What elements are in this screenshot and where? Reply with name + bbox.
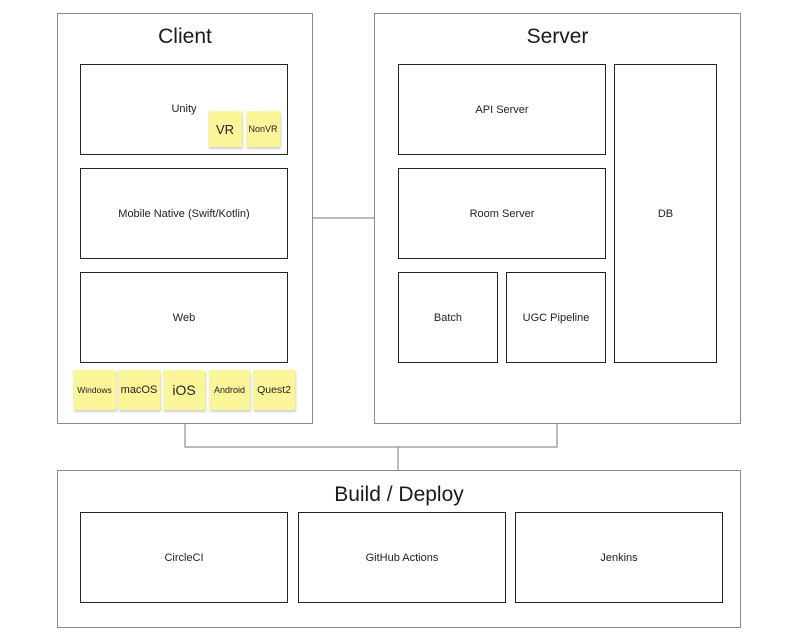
web-box[interactable]: Web: [80, 272, 288, 363]
android-sticky[interactable]: Android: [209, 370, 250, 410]
quest2-label: Quest2: [257, 384, 291, 396]
ugc-pipeline-label: UGC Pipeline: [522, 311, 590, 324]
ios-label: iOS: [172, 382, 196, 398]
batch-label: Batch: [433, 311, 463, 324]
api-server-box[interactable]: API Server: [398, 64, 606, 155]
github-actions-label: GitHub Actions: [365, 551, 439, 564]
quest2-sticky[interactable]: Quest2: [253, 370, 295, 410]
macos-sticky[interactable]: macOS: [118, 370, 160, 410]
db-label: DB: [657, 207, 674, 220]
mobile-native-label: Mobile Native (Swift/Kotlin): [118, 207, 250, 220]
room-server-label: Room Server: [469, 207, 535, 220]
build-deploy-title: Build / Deploy: [334, 483, 464, 506]
api-server-label: API Server: [475, 103, 529, 116]
github-actions-box[interactable]: GitHub Actions: [298, 512, 506, 603]
vr-label: VR: [215, 121, 235, 137]
room-server-box[interactable]: Room Server: [398, 168, 606, 259]
nonvr-sticky[interactable]: NonVR: [246, 111, 280, 147]
android-label: Android: [213, 385, 246, 395]
client-build-connector: [184, 424, 399, 470]
batch-box[interactable]: Batch: [398, 272, 498, 363]
ios-sticky[interactable]: iOS: [163, 370, 205, 410]
ugc-pipeline-box[interactable]: UGC Pipeline: [506, 272, 606, 363]
db-box[interactable]: DB: [614, 64, 717, 363]
jenkins-box[interactable]: Jenkins: [515, 512, 723, 603]
web-label: Web: [172, 311, 196, 324]
windows-label: Windows: [77, 385, 112, 395]
circleci-box[interactable]: CircleCI: [80, 512, 288, 603]
circleci-label: CircleCI: [164, 551, 204, 564]
server-title: Server: [526, 25, 589, 48]
jenkins-label: Jenkins: [600, 551, 638, 564]
unity-label: Unity: [171, 103, 197, 115]
mobile-native-box[interactable]: Mobile Native (Swift/Kotlin): [80, 168, 288, 259]
nonvr-label: NonVR: [248, 124, 278, 134]
windows-sticky[interactable]: Windows: [73, 370, 116, 410]
server-build-connector: [398, 424, 558, 448]
vr-sticky[interactable]: VR: [208, 111, 242, 147]
client-title: Client: [158, 25, 212, 48]
macos-label: macOS: [120, 384, 158, 396]
